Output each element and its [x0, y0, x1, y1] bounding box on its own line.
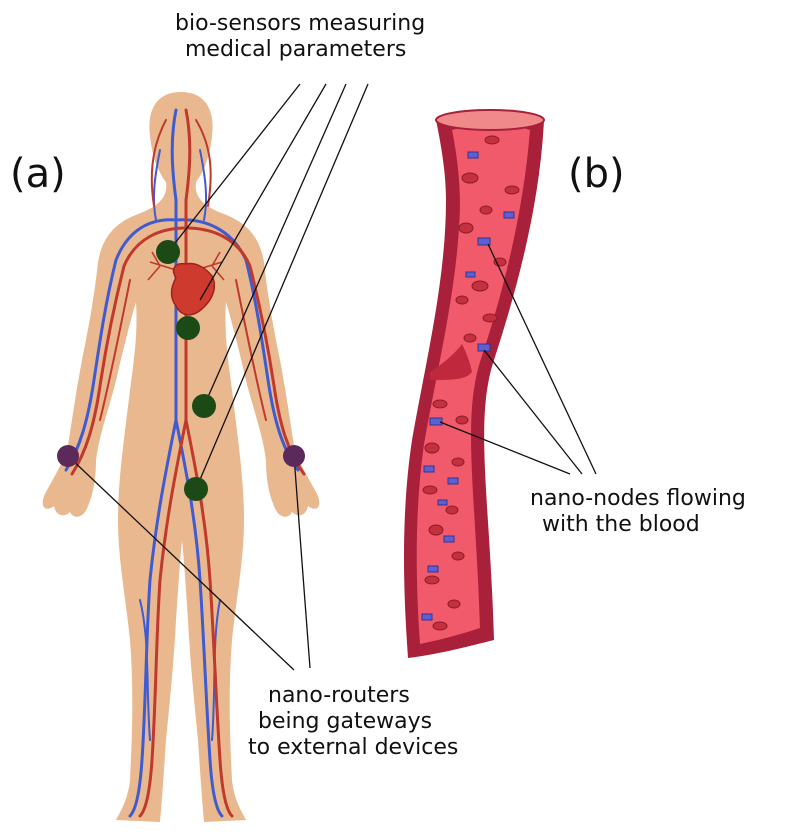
routers-annotation-line: nano-routers [248, 683, 458, 709]
bio-sensor [176, 316, 200, 340]
panel-label-a: (a) [10, 154, 66, 194]
nano-router [57, 445, 79, 467]
sensors-annotation-line: medical parameters [175, 37, 425, 63]
nodes-annotation: nano-nodes flowing with the blood [530, 486, 746, 538]
routers-annotation-line: being gateways [248, 709, 458, 735]
bio-sensor [192, 394, 216, 418]
routers-annotation: nano-routers being gateways to external … [248, 683, 458, 761]
vessel-opening [436, 110, 544, 130]
blood-vessel [404, 110, 544, 658]
nodes-annotation-line: with the blood [530, 512, 746, 538]
sensors-annotation: bio-sensors measuring medical parameters [175, 11, 425, 63]
routers-annotation-line: to external devices [248, 735, 458, 761]
panel-label-b: (b) [568, 154, 625, 194]
nodes-annotation-line: nano-nodes flowing [530, 486, 746, 512]
sensors-annotation-line: bio-sensors measuring [175, 11, 425, 37]
bio-sensor [156, 240, 180, 264]
nano-router [283, 445, 305, 467]
bio-sensor [184, 477, 208, 501]
